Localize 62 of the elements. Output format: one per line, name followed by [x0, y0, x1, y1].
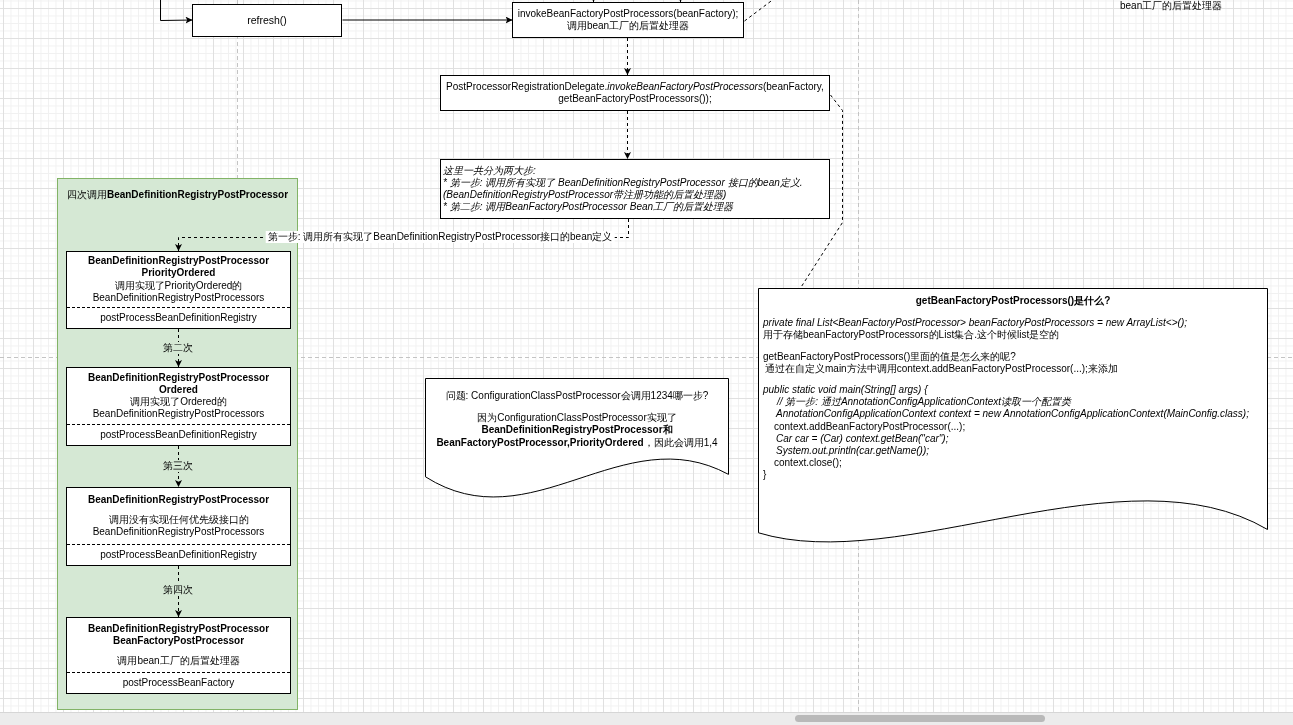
process-box: [512, 2, 744, 38]
edge-label: 第三次: [161, 460, 195, 472]
class-box: [66, 367, 291, 446]
note-text: }: [763, 469, 767, 482]
class-name: BeanDefinitionRegistryPostProcessor BeanFactoryPostProcessor: [86, 622, 271, 648]
arrow: [175, 328, 182, 368]
note-text: private final List<BeanFactoryPostProcessor> beanFactoryPostProcessors = new ArrayList<>();: [763, 317, 1187, 330]
note-text: public static void main(String[] args) {: [763, 383, 928, 397]
connector-line: [744, 0, 773, 22]
panel-title: 四次调用BeanDefinitionRegistryPostProcessor: [66, 189, 289, 202]
note-text: Car car = (Car) context.getBean("car");: [776, 432, 949, 445]
note-text: context.close();: [774, 457, 842, 470]
arrow: [175, 445, 182, 488]
group-panel: [57, 178, 298, 710]
edge-label: 第四次: [161, 584, 195, 596]
class-box: [66, 617, 291, 694]
node-label: PostProcessorRegistrationDelegate.invokeBeanFactoryPostProcessors(beanFactory, getBeanFactoryPostProcessors());: [445, 80, 825, 106]
note-document: [758, 288, 1268, 543]
method-name: postProcessBeanDefinitionRegistry: [100, 548, 257, 562]
arrow: [590, 0, 597, 3]
note-line: 这里一共分为两大步:: [443, 164, 536, 177]
note-line: (BeanDefinitionRegistryPostProcessor带注册功能的后置处理器): [443, 189, 727, 202]
method-name: postProcessBeanFactory: [122, 676, 235, 690]
edge-label: 第二次: [161, 342, 195, 354]
arrow: [677, 0, 684, 3]
description: 调用实现了Ordered的 BeanDefinitionRegistryPostProcessors: [91, 396, 266, 421]
method-name: postProcessBeanDefinitionRegistry: [100, 428, 257, 442]
arrow: [624, 110, 631, 160]
arrow: [175, 565, 182, 618]
text-label: bean工厂的后置处理器: [1120, 0, 1223, 13]
note-text: // 第一步: 通过AnnotationConfigApplicationContext读取一个配置类: [777, 396, 1071, 409]
class-name: BeanDefinitionRegistryPostProcessor: [87, 493, 270, 506]
note-box: [440, 159, 830, 219]
description: 调用实现了PriorityOrdered的 BeanDefinitionRegistryPostProcessors: [91, 279, 266, 304]
note-text: 用于存储beanFactoryPostProcessors的List集合.这个时候list是空的: [763, 329, 1060, 342]
note-text: 通过在自定义main方法中调用context.addBeanFactoryPostProcessor(...);来添加: [765, 362, 1118, 375]
note-text: 问题: ConfigurationClassPostProcessor会调用1234哪一步?: [445, 390, 709, 403]
note-heading: getBeanFactoryPostProcessors()是什么?: [915, 295, 1111, 308]
class-box: [66, 251, 291, 329]
node-label: refresh(): [247, 14, 287, 27]
note-text: context.addBeanFactoryPostProcessor(...);: [774, 420, 966, 433]
method-name: postProcessBeanDefinitionRegistry: [100, 311, 257, 325]
node-label: invokeBeanFactoryPostProcessors(beanFactory);: [517, 7, 739, 20]
description: 调用没有实现任何优先级接口的 BeanDefinitionRegistryPostProcessors: [91, 513, 266, 539]
note-text: System.out.println(car.getName());: [776, 444, 929, 458]
class-box: [66, 487, 291, 566]
note-document: [425, 378, 729, 500]
arrow: [160, 0, 193, 24]
arrow: [624, 37, 631, 76]
class-name: BeanDefinitionRegistryPostProcessor Ordered: [86, 371, 271, 396]
node-label: 调用bean工厂的后置处理器: [566, 20, 690, 33]
arrow: [342, 16, 513, 24]
class-name: BeanDefinitionRegistryPostProcessor PriorityOrdered: [86, 255, 271, 280]
note-line: * 第二步: 调用BeanFactoryPostProcessor Bean工厂的后置处理器: [443, 201, 734, 214]
edge-label: 第一步: 调用所有实现了BeanDefinitionRegistryPostProcessor接口的bean定义: [265, 231, 615, 243]
note-text: getBeanFactoryPostProcessors()里面的值是怎么来的呢?: [763, 350, 1016, 363]
process-box: [192, 4, 342, 37]
connector-line: [800, 94, 843, 289]
note-text: 因为ConfigurationClassPostProcessor实现了 BeanDefinitionRegistryPostProcessor和 BeanFactoryPostProcessor,PriorityOrdered，因此会调用1,4: [435, 412, 719, 449]
note-line: * 第一步: 调用所有实现了 BeanDefinitionRegistryPostProcessor 接口的bean定义.: [443, 176, 803, 189]
note-text: AnnotationConfigApplicationContext context = new AnnotationConfigApplicationContext(MainConfig.class);: [776, 408, 1249, 421]
description: 调用bean工厂的后置处理器: [117, 655, 240, 668]
